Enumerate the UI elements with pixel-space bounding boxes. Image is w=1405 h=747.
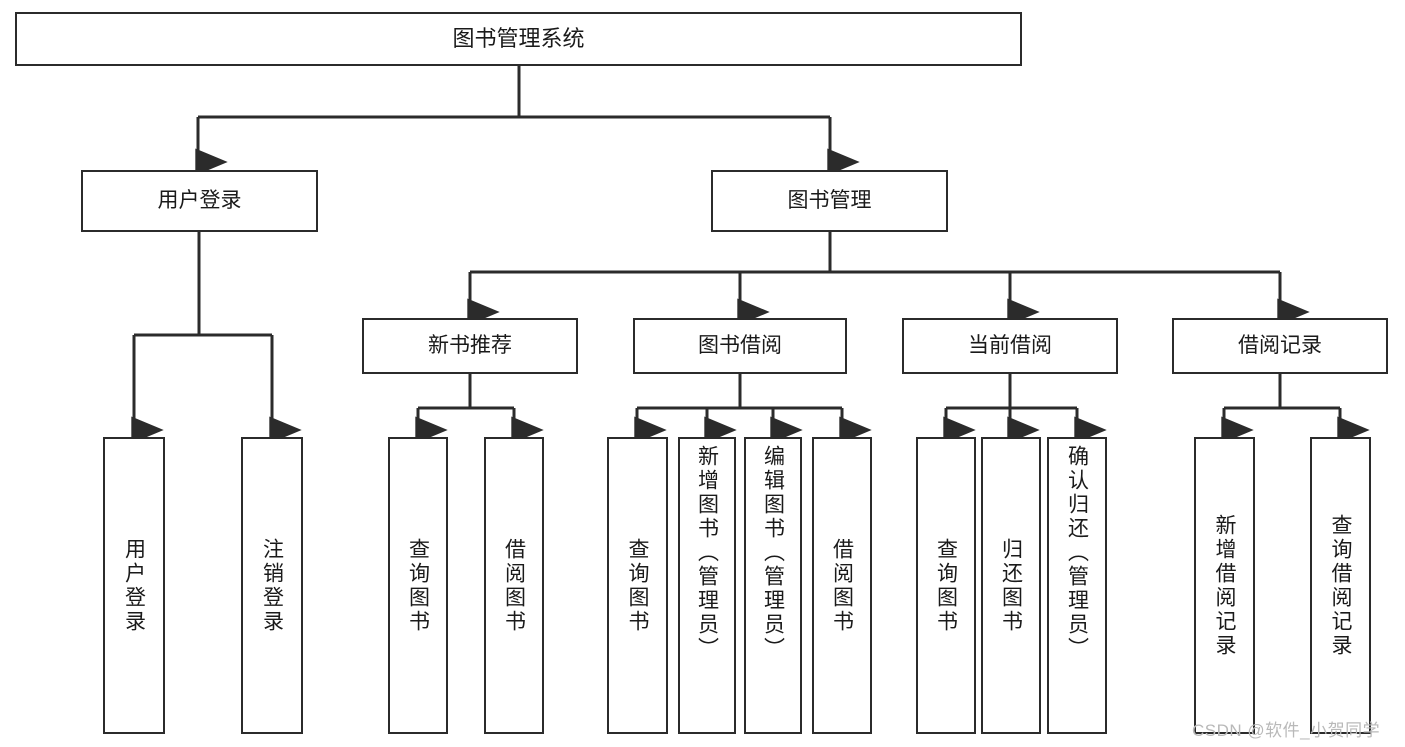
node-book-manage-label: 图书管理 — [787, 188, 872, 212]
node-new-book-recommend-label: 新书推荐 — [428, 333, 512, 357]
node-leaf-query-record[interactable]: 查询借阅记录 — [1310, 437, 1371, 734]
node-leaf-logout-login-label: 注销登录 — [260, 537, 284, 634]
node-root-label: 图书管理系统 — [452, 26, 585, 52]
node-book-borrow[interactable]: 图书借阅 — [633, 318, 847, 374]
node-book-manage[interactable]: 图书管理 — [711, 170, 948, 232]
node-user-login-label: 用户登录 — [157, 188, 242, 212]
node-leaf-query-book-2-label: 查询图书 — [626, 537, 649, 634]
node-leaf-query-book-1-label: 查询图书 — [406, 537, 430, 634]
node-leaf-query-book-1[interactable]: 查询图书 — [388, 437, 448, 734]
node-leaf-add-record-label: 新增借阅记录 — [1213, 513, 1236, 658]
node-leaf-query-record-label: 查询借阅记录 — [1329, 513, 1352, 658]
node-borrow-record-label: 借阅记录 — [1238, 333, 1322, 357]
node-leaf-confirm-return[interactable]: 确认归还（管理员） — [1047, 437, 1107, 734]
node-leaf-borrow-book-2[interactable]: 借阅图书 — [812, 437, 872, 734]
node-leaf-borrow-book-1-label: 借阅图书 — [502, 537, 526, 634]
node-leaf-return-book-label: 归还图书 — [999, 537, 1023, 634]
node-leaf-add-book[interactable]: 新增图书（管理员） — [678, 437, 736, 734]
node-leaf-borrow-book-1[interactable]: 借阅图书 — [484, 437, 544, 734]
node-leaf-query-book-3[interactable]: 查询图书 — [916, 437, 976, 734]
node-leaf-add-record[interactable]: 新增借阅记录 — [1194, 437, 1255, 734]
node-leaf-borrow-book-2-label: 借阅图书 — [830, 537, 854, 634]
node-leaf-add-book-label: 新增图书（管理员） — [695, 445, 719, 661]
node-book-borrow-label: 图书借阅 — [698, 333, 782, 357]
node-leaf-return-book[interactable]: 归还图书 — [981, 437, 1041, 734]
csdn-watermark: CSDN @软件_小贺同学 — [1192, 721, 1381, 740]
node-root[interactable]: 图书管理系统 — [15, 12, 1022, 66]
node-leaf-query-book-2[interactable]: 查询图书 — [607, 437, 668, 734]
node-leaf-edit-book-label: 编辑图书（管理员） — [761, 445, 785, 661]
node-leaf-edit-book[interactable]: 编辑图书（管理员） — [744, 437, 802, 734]
node-leaf-logout-login[interactable]: 注销登录 — [241, 437, 303, 734]
node-borrow-record[interactable]: 借阅记录 — [1172, 318, 1388, 374]
node-current-borrow[interactable]: 当前借阅 — [902, 318, 1118, 374]
node-new-book-recommend[interactable]: 新书推荐 — [362, 318, 578, 374]
node-leaf-query-book-3-label: 查询图书 — [934, 537, 958, 634]
node-leaf-user-login-label: 用户登录 — [122, 537, 146, 634]
node-user-login[interactable]: 用户登录 — [81, 170, 318, 232]
node-leaf-user-login[interactable]: 用户登录 — [103, 437, 165, 734]
node-leaf-confirm-return-label: 确认归还（管理员） — [1065, 445, 1089, 661]
node-current-borrow-label: 当前借阅 — [968, 333, 1052, 357]
